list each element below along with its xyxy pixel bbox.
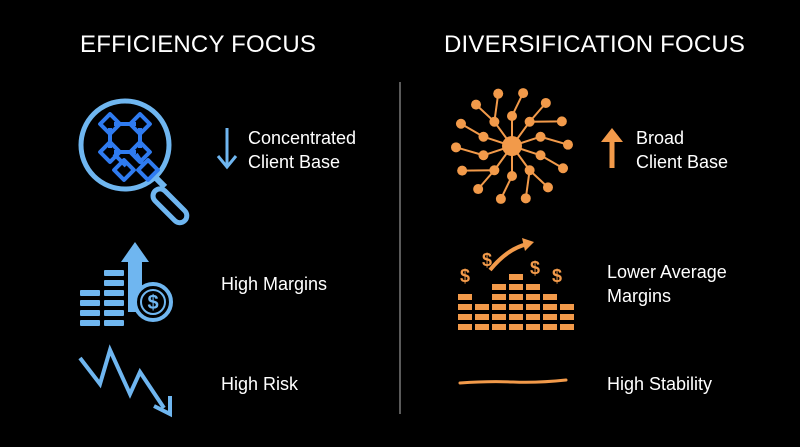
- svg-text:$: $: [147, 292, 158, 314]
- svg-text:$: $: [460, 266, 470, 286]
- broad-client-base-label: Broad Client Base: [636, 128, 729, 172]
- svg-text:$: $: [482, 250, 492, 270]
- center-divider: [399, 82, 401, 414]
- magnifier-network-icon: [78, 98, 190, 226]
- concentrated-client-base-label: Concentrated Client Base: [248, 128, 357, 172]
- efficiency-focus-title: EFFICIENCY FOCUS: [80, 31, 317, 58]
- high-risk-label: High Risk: [221, 374, 299, 394]
- high-margins-label: High Margins: [221, 274, 328, 294]
- arrow-down-icon: [216, 128, 238, 170]
- flat-line-icon: [458, 378, 568, 385]
- diversification-focus-title: DIVERSIFICATION FOCUS: [444, 31, 746, 58]
- lower-average-margins-label: Lower Average Margins: [607, 262, 727, 306]
- svg-text:$: $: [530, 258, 540, 278]
- rising-bars-coin-icon: $: [80, 242, 173, 326]
- high-stability-label: High Stability: [607, 374, 713, 394]
- volatile-down-arrow-icon: [78, 344, 172, 418]
- hub-network-icon: [451, 88, 573, 204]
- dollar-bars-icon: $ $ $ $: [458, 238, 574, 330]
- svg-text:$: $: [552, 266, 562, 286]
- arrow-up-icon: [601, 128, 623, 168]
